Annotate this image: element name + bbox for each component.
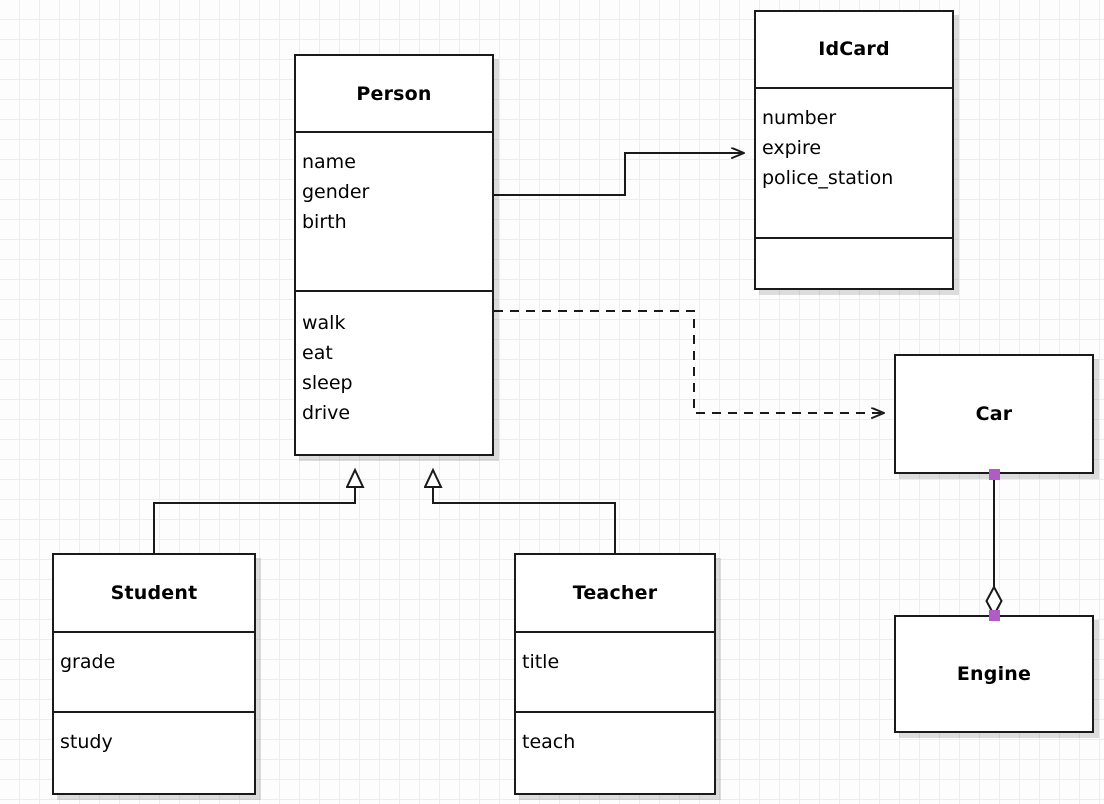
- dependency-person-car[interactable]: [494, 310, 884, 413]
- class-title-teacher: Teacher: [516, 555, 714, 631]
- class-title-engine: Engine: [896, 617, 1092, 731]
- class-attributes-student: grade: [54, 631, 254, 711]
- attribute-item: police_station: [762, 166, 894, 189]
- attribute-item: birth: [302, 211, 347, 234]
- generalization-student-person[interactable]: [153, 470, 355, 553]
- operation-item: study: [60, 731, 113, 754]
- class-name-label: Student: [110, 582, 198, 605]
- operation-item: eat: [302, 341, 333, 364]
- class-attributes-teacher: title: [516, 631, 714, 711]
- class-operations-person: walk eat sleep drive: [296, 289, 492, 454]
- class-box-teacher[interactable]: Teacher title teach: [514, 553, 716, 795]
- attribute-item: number: [762, 106, 837, 129]
- class-name-label: IdCard: [818, 38, 890, 61]
- class-operations-teacher: teach: [516, 711, 714, 793]
- class-box-idcard[interactable]: IdCard number expire police_station: [754, 10, 954, 290]
- operation-item: walk: [302, 311, 346, 334]
- class-title-person: Person: [296, 56, 492, 131]
- class-name-label: Teacher: [572, 582, 658, 605]
- class-title-car: Car: [896, 356, 1092, 472]
- class-box-car[interactable]: Car: [894, 354, 1094, 474]
- class-box-engine[interactable]: Engine: [894, 615, 1094, 733]
- attribute-item: grade: [60, 651, 116, 674]
- class-box-person[interactable]: Person name gender birth walk eat sleep …: [294, 54, 494, 456]
- operation-item: teach: [522, 731, 576, 754]
- class-attributes-person: name gender birth: [296, 131, 492, 289]
- class-name-label: Person: [356, 82, 432, 105]
- class-name-label: Car: [975, 403, 1013, 425]
- attribute-item: name: [302, 151, 356, 174]
- attribute-item: expire: [762, 136, 822, 159]
- connection-handle-engine[interactable]: [988, 609, 1000, 621]
- attribute-item: gender: [302, 181, 370, 204]
- operation-item: sleep: [302, 371, 353, 394]
- class-operations-student: study: [54, 711, 254, 793]
- class-title-student: Student: [54, 555, 254, 631]
- generalization-teacher-person[interactable]: [433, 470, 616, 553]
- class-title-idcard: IdCard: [756, 12, 952, 87]
- connection-handle-car[interactable]: [988, 468, 1000, 480]
- class-name-label: Engine: [956, 663, 1032, 685]
- class-attributes-idcard: number expire police_station: [756, 86, 952, 237]
- class-operations-idcard: [756, 236, 952, 288]
- operation-item: drive: [302, 401, 351, 424]
- class-box-student[interactable]: Student grade study: [52, 553, 256, 795]
- attribute-item: title: [522, 651, 560, 674]
- association-person-idcard[interactable]: [494, 153, 744, 196]
